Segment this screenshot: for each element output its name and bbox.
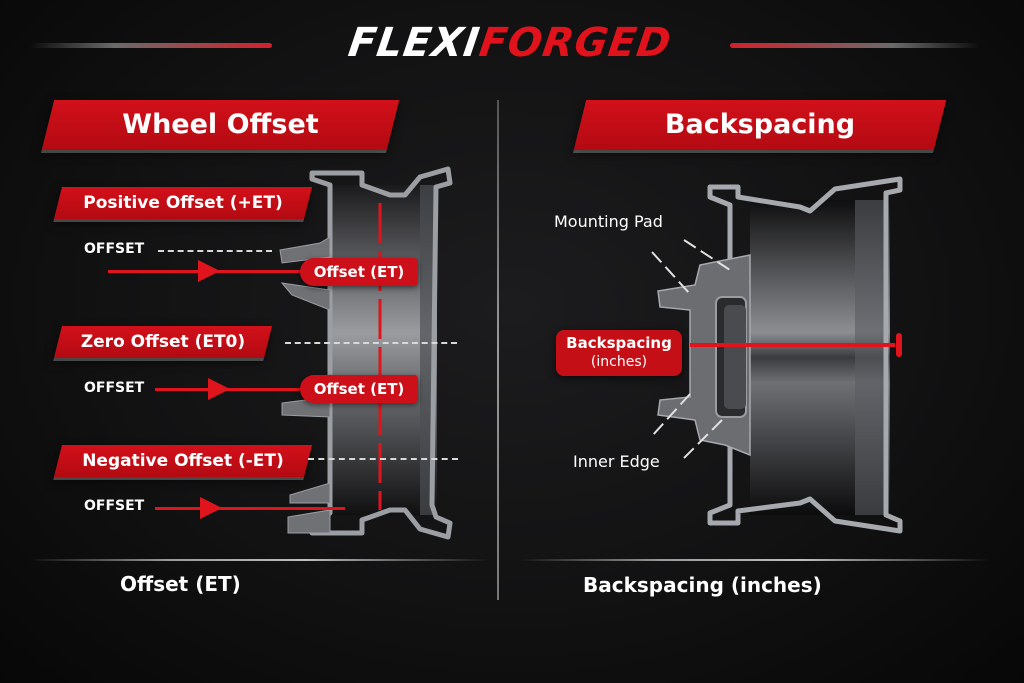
brand-header: FLEXIFORGED <box>0 18 1024 68</box>
right-footer-separator <box>520 559 990 561</box>
negative-offset-banner: Negative Offset (-ET) <box>54 445 312 477</box>
zero-offset-arrow-line <box>155 388 305 391</box>
panel-divider <box>497 100 499 600</box>
positive-offset-label: Positive Offset (+ET) <box>83 193 283 213</box>
backspacing-title: Backspacing <box>664 109 856 140</box>
right-footer-label: Backspacing (inches) <box>583 573 822 597</box>
positive-offset-arrow-icon <box>198 260 220 282</box>
left-footer-label: Offset (ET) <box>120 572 241 596</box>
brand-line-left <box>30 43 272 48</box>
backspacing-title-banner: Backspacing <box>573 100 947 150</box>
inner-edge-callout: Inner Edge <box>573 452 660 471</box>
zero-offset-pill: Offset (ET) <box>300 375 418 403</box>
left-footer-separator <box>30 559 490 561</box>
backspacing-measure-label-line2: (inches) <box>590 354 648 370</box>
mounting-pad-callout: Mounting Pad <box>554 212 663 231</box>
positive-offset-banner: Positive Offset (+ET) <box>54 187 312 219</box>
positive-offset-dashed-line <box>158 250 272 252</box>
brand-logo-part1: FLEXI <box>345 20 483 66</box>
backspacing-measure-label-box: Backspacing (inches) <box>556 330 682 376</box>
backspacing-cross-section-icon <box>657 176 903 534</box>
negative-offset-offset-label: OFFSET <box>84 498 145 514</box>
negative-offset-arrow-line <box>155 507 345 510</box>
negative-offset-label: Negative Offset (-ET) <box>82 451 284 471</box>
brand-line-right <box>730 43 980 48</box>
positive-offset-offset-label: OFFSET <box>84 241 145 257</box>
wheel-offset-cross-section-icon <box>279 166 453 540</box>
zero-offset-arrow-icon <box>208 378 230 400</box>
backspacing-measure-label-line1: Backspacing <box>566 334 672 352</box>
positive-offset-pill-label: Offset (ET) <box>313 263 405 281</box>
zero-offset-offset-label: OFFSET <box>84 380 145 396</box>
zero-offset-dashed-line <box>285 342 457 344</box>
wheel-offset-title: Wheel Offset <box>122 109 319 140</box>
negative-offset-dashed-line <box>308 458 458 460</box>
zero-offset-pill-label: Offset (ET) <box>313 380 405 398</box>
positive-offset-pill: Offset (ET) <box>300 258 418 286</box>
mounting-pad-leader-lines-icon <box>651 239 731 295</box>
wheel-offset-title-banner: Wheel Offset <box>41 100 400 150</box>
inner-edge-leader-lines-icon <box>651 393 723 459</box>
brand-logo: FLEXIFORGED <box>287 20 733 66</box>
brand-logo-part2: FORGED <box>476 20 675 66</box>
negative-offset-arrow-icon <box>200 497 222 519</box>
zero-offset-label: Zero Offset (ET0) <box>80 332 246 352</box>
zero-offset-banner: Zero Offset (ET0) <box>54 326 272 358</box>
